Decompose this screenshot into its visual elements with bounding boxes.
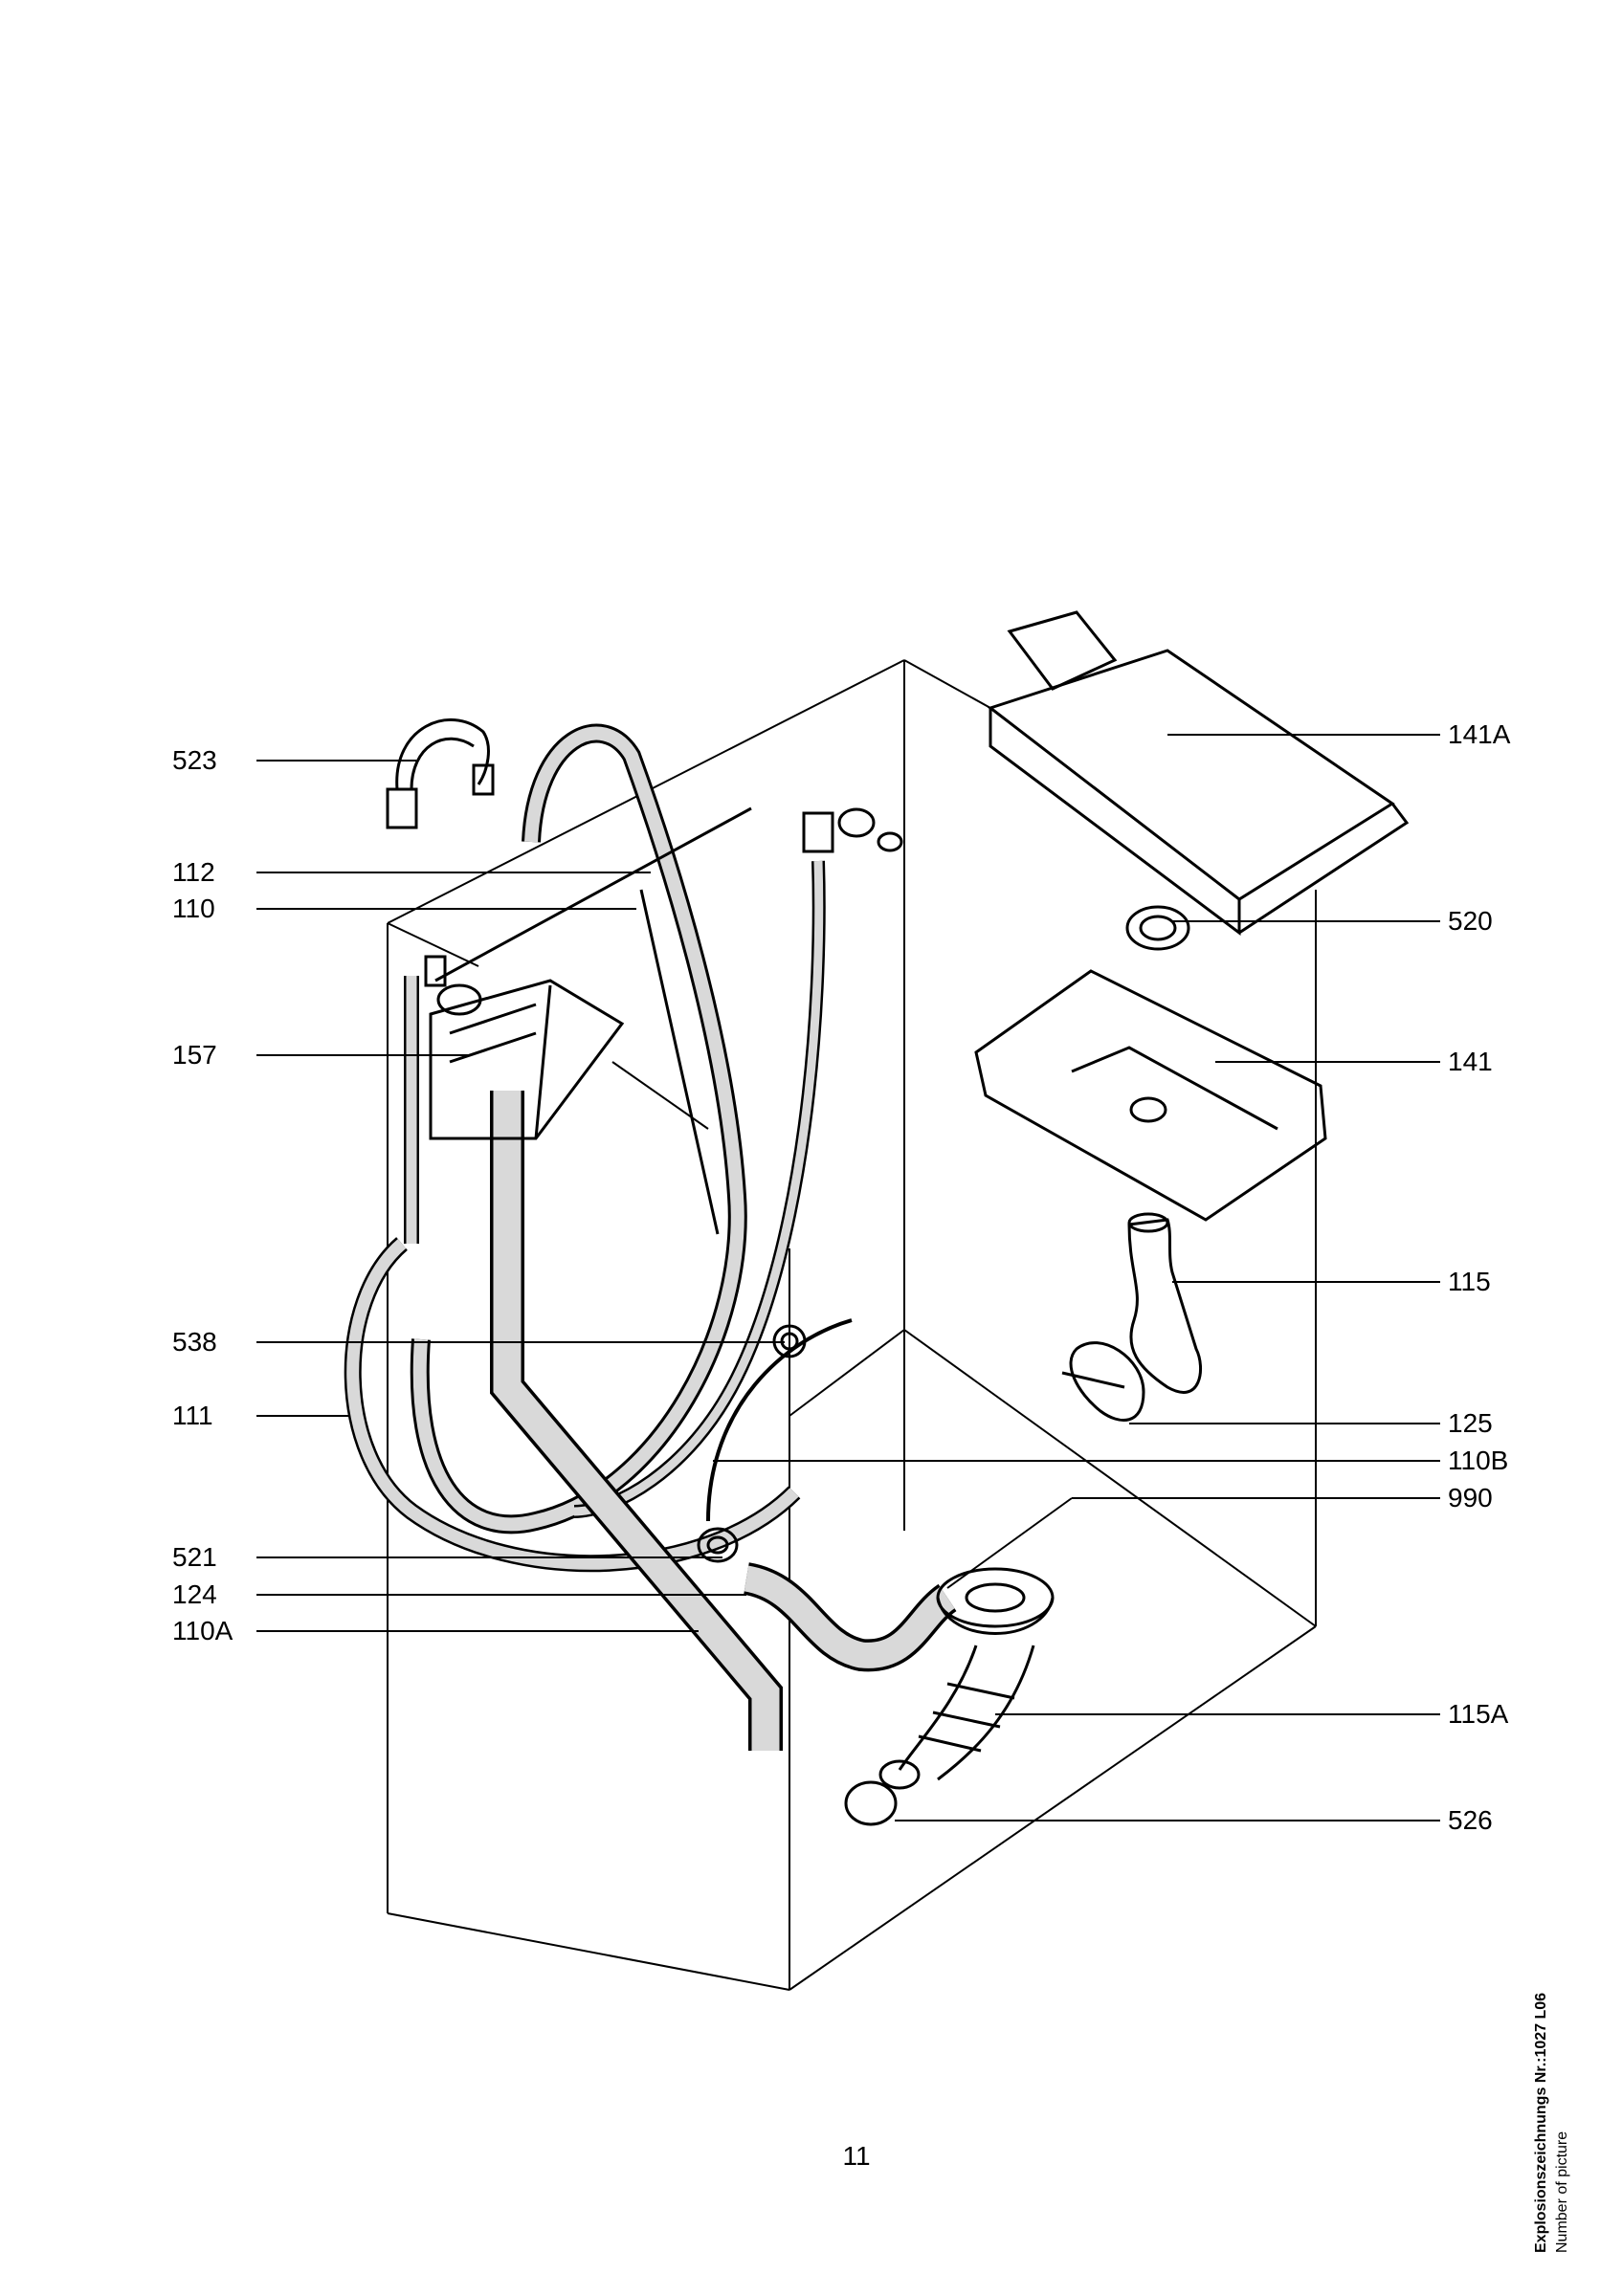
leaders-left xyxy=(256,760,785,1632)
callout-141A: 141A xyxy=(1448,719,1511,749)
leaders-right xyxy=(713,734,1440,1821)
ring-520 xyxy=(1125,905,1190,951)
page-number: 11 xyxy=(842,2141,871,2171)
hose-110B xyxy=(706,1318,853,1522)
hose-110A xyxy=(490,1091,783,1751)
hose-115 xyxy=(1127,1212,1203,1394)
hose-112 xyxy=(410,723,747,1534)
callout-115A: 115A xyxy=(1448,1699,1509,1729)
callout-124: 124 xyxy=(172,1579,217,1609)
tray-141 xyxy=(974,969,1327,1222)
valve-part xyxy=(802,807,903,853)
sump-115A xyxy=(898,1567,1055,1781)
callout-110: 110 xyxy=(172,894,215,923)
rod-112 xyxy=(434,806,752,982)
bracket-523 xyxy=(386,718,495,829)
caption-subtitle: Number of picture xyxy=(1554,2130,1570,2253)
rod-110 xyxy=(639,889,720,1235)
callout-125: 125 xyxy=(1448,1408,1493,1438)
clamp-526 xyxy=(844,1759,921,1826)
callout-990: 990 xyxy=(1448,1483,1493,1512)
callout-538: 538 xyxy=(172,1327,217,1357)
hose-110 xyxy=(573,860,826,1518)
drawing-caption: Explosionszeichnungs Nr.:1027 L06 Number… xyxy=(1531,1993,1573,2253)
callout-110B: 110B xyxy=(1448,1446,1509,1475)
callout-110A: 110A xyxy=(172,1616,233,1645)
callout-526: 526 xyxy=(1448,1805,1493,1835)
callout-523: 523 xyxy=(172,745,217,775)
disc-125 xyxy=(1061,1341,1145,1423)
callout-141: 141 xyxy=(1448,1047,1493,1076)
callout-115: 115 xyxy=(1448,1267,1491,1296)
caption-title: Explosionszeichnungs Nr.:1027 L06 xyxy=(1533,1992,1549,2253)
callout-157: 157 xyxy=(172,1040,217,1070)
callout-521: 521 xyxy=(172,1542,217,1572)
callout-520: 520 xyxy=(1448,906,1493,936)
callout-112: 112 xyxy=(172,857,215,887)
detergent-box-157 xyxy=(424,955,625,1140)
cover-141A xyxy=(987,610,1410,936)
callout-111: 111 xyxy=(172,1401,213,1430)
hose-111 xyxy=(344,976,801,1573)
leader-990-diag xyxy=(946,1497,1073,1589)
hose-124 xyxy=(743,1562,958,1672)
grommet-521 xyxy=(697,1527,739,1563)
